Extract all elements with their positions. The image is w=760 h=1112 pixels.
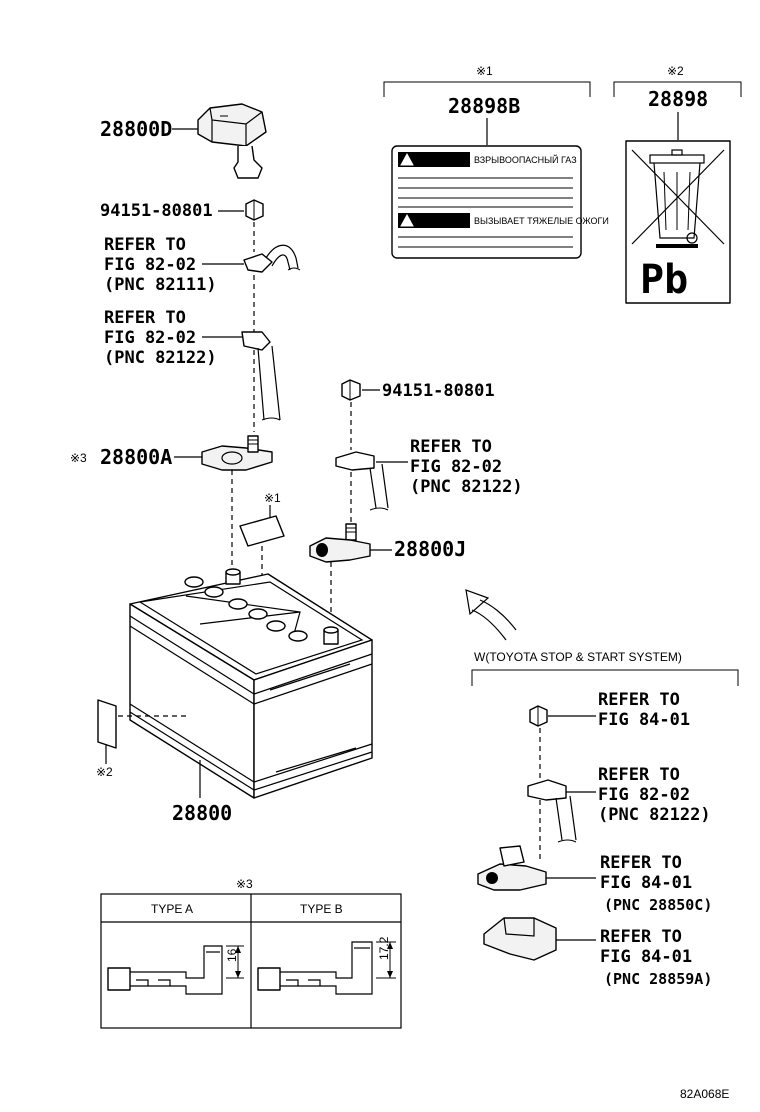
- battery-cap-6: [288, 630, 308, 642]
- battery-side: [253, 639, 373, 799]
- mark-2-label-group: ※2: [96, 699, 186, 779]
- stop-start-bracket: [471, 669, 739, 686]
- label-plate-warning-box-2: [398, 213, 470, 228]
- type-b-header: TYPE B: [300, 902, 343, 916]
- refer-3-line-2: FIG 82-02: [410, 457, 502, 477]
- ss-refer-c-line-2: FIG 84-01: [600, 873, 692, 893]
- label-plate: [391, 145, 582, 259]
- recycle-plate-mark: ※2: [667, 64, 684, 78]
- label-sticker-mark-1: [239, 515, 285, 547]
- refer-3-line-3: (PNC 82122): [410, 477, 523, 497]
- cover-clip: [233, 145, 263, 179]
- ss-refer-a-line-1: REFER TO: [598, 690, 680, 710]
- clamp-j-group: 28800J: [309, 523, 466, 626]
- nut-left-group: 94151-80801: [100, 199, 264, 252]
- mark-1-small: ※1: [264, 491, 281, 505]
- refer-1-line-3: (PNC 82111): [104, 275, 217, 295]
- refer-2-line-2: FIG 82-02: [104, 328, 196, 348]
- recycle-plate-bracket: [613, 81, 742, 97]
- crossed-bin-icon: [631, 149, 725, 248]
- label-sticker-mark-2: [97, 699, 117, 749]
- battery-cap-3: [228, 598, 248, 610]
- label-plate-group: ※1 28898B ВЗРЫВООПАСНЫЙ ГАЗ ВЫЗЫВАЕТ ТЯЖ…: [383, 64, 609, 259]
- nut-right: [341, 379, 361, 401]
- ss-refer-c-line-1: REFER TO: [600, 853, 682, 873]
- recycle-plate-symbol: Pb: [640, 257, 688, 303]
- refer-2-line-3: (PNC 82122): [104, 348, 217, 368]
- type-a-profile: 16: [107, 945, 244, 995]
- type-table-group: ※3 TYPE A TYPE B 16: [100, 877, 402, 1029]
- ss-refer-d-line-2: FIG 84-01: [600, 947, 692, 967]
- clamp-a: [201, 445, 273, 471]
- clamp-a-pn: 28800A: [100, 445, 172, 469]
- recycle-plate-group: ※2 28898 Pb: [613, 64, 742, 304]
- ss-refer-a-line-2: FIG 84-01: [598, 710, 690, 730]
- clamp-a-mark: ※3: [70, 451, 87, 465]
- type-table-mark: ※3: [236, 877, 253, 891]
- terminal-cover-group: 28800D: [100, 103, 267, 179]
- ss-clamp-sensor: [499, 845, 525, 867]
- refer-1-group: REFER TO FIG 82-02 (PNC 82111): [104, 235, 301, 335]
- warning-triangle-icon-2: [400, 213, 414, 227]
- recycle-plate: [625, 140, 731, 304]
- ss-refer-b-line-3: (PNC 82122): [598, 805, 711, 825]
- ss-refer-b-line-2: FIG 82-02: [598, 785, 690, 805]
- terminal-cover-pn: 28800D: [100, 117, 172, 141]
- cable-terminal-82122-left: [241, 331, 271, 351]
- refer-1-line-2: FIG 82-02: [104, 255, 196, 275]
- type-b-dimension: 17.2: [377, 936, 391, 960]
- direction-arrow-icon: [465, 589, 517, 641]
- battery-pn: 28800: [172, 801, 232, 825]
- battery-cap-2: [204, 586, 224, 598]
- cable-terminal-82122-right: [335, 451, 375, 471]
- recycle-plate-pn: 28898: [648, 87, 708, 111]
- refer-3-line-1: REFER TO: [410, 437, 492, 457]
- label-plate-warning-2: ВЫЗЫВАЕТ ТЯЖЕЛЫЕ ОЖОГИ: [474, 216, 609, 226]
- clamp-j-pn: 28800J: [394, 537, 466, 561]
- battery-cap-5: [266, 620, 286, 632]
- stop-start-heading: W(TOYOTA STOP & START SYSTEM): [474, 650, 682, 664]
- refer-2-group: REFER TO FIG 82-02 (PNC 82122): [104, 308, 281, 432]
- mark-1-label-group: ※1: [239, 491, 285, 632]
- label-plate-warning-box-1: [398, 152, 470, 167]
- figure-code: 82A068E: [680, 1087, 729, 1101]
- type-b-profile: 17.2: [257, 936, 396, 995]
- warning-triangle-icon: [400, 152, 414, 166]
- ss-refer-d-line-1: REFER TO: [600, 927, 682, 947]
- ss-refer-c-line-3: (PNC 28850C): [604, 896, 712, 914]
- refer-1-line-1: REFER TO: [104, 235, 186, 255]
- ss-clamp-cover: [483, 917, 557, 961]
- battery-cap-1: [184, 576, 204, 588]
- ss-cable-terminal: [527, 779, 567, 801]
- refer-3-group: REFER TO FIG 82-02 (PNC 82122): [335, 437, 523, 522]
- battery-group: 28800: [129, 568, 373, 825]
- stop-start-group: W(TOYOTA STOP & START SYSTEM) REFER TO F…: [471, 650, 739, 988]
- label-plate-mark: ※1: [476, 64, 493, 78]
- ss-refer-b-line-1: REFER TO: [598, 765, 680, 785]
- nut-left-pn: 94151-80801: [100, 201, 213, 221]
- type-a-dimension: 16: [225, 948, 239, 962]
- label-plate-warning-1: ВЗРЫВООПАСНЫЙ ГАЗ: [474, 154, 577, 165]
- mark-2-small: ※2: [96, 765, 113, 779]
- nut-right-pn: 94151-80801: [382, 381, 495, 401]
- refer-2-line-1: REFER TO: [104, 308, 186, 328]
- type-a-header: TYPE A: [151, 902, 193, 916]
- battery-cap-4: [248, 608, 268, 620]
- nut-right-group: 94151-80801: [341, 379, 495, 450]
- label-plate-bracket: [383, 81, 591, 97]
- clamp-a-group: ※3 28800A: [70, 435, 273, 572]
- cable-terminal-82111: [243, 253, 273, 273]
- ss-refer-d-line-3: (PNC 28859A): [604, 970, 712, 988]
- label-plate-pn: 28898B: [448, 94, 520, 118]
- terminal-cover: [197, 103, 267, 147]
